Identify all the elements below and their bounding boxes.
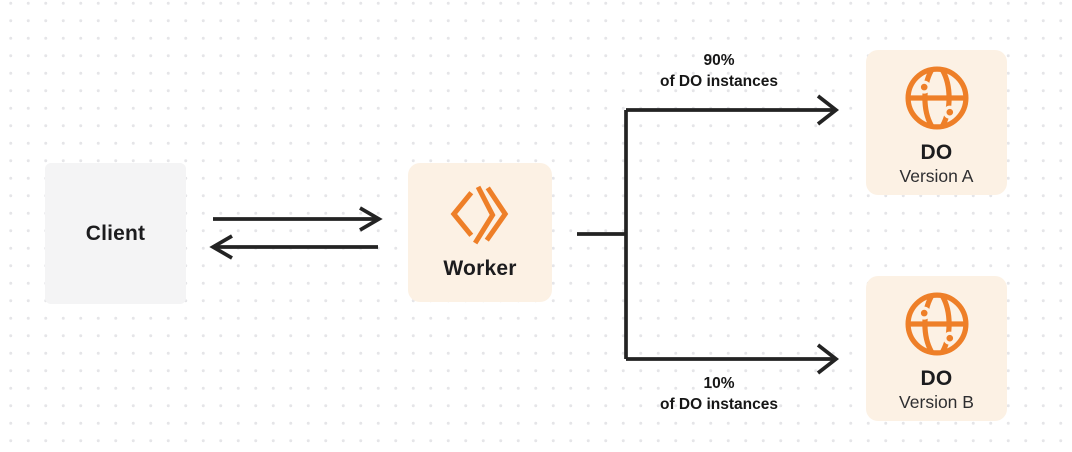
globe-icon [901, 288, 973, 360]
version-a-traffic-label: 90% of DO instances [619, 50, 819, 92]
worker-node: Worker [408, 163, 552, 302]
do-version-a-node: DO Version A [866, 50, 1007, 195]
do-version-b-subtitle: Version B [899, 392, 974, 412]
client-label: Client [85, 221, 146, 245]
workers-icon [449, 182, 511, 246]
branch-to-version-b-arrowhead [816, 343, 840, 375]
version-a-traffic-percent: 90% [703, 52, 735, 69]
do-version-b-title: DO [920, 367, 953, 390]
client-to-worker-arrowhead [359, 206, 383, 232]
version-a-traffic-caption: of DO instances [660, 73, 778, 90]
version-b-traffic-caption: of DO instances [660, 396, 778, 413]
version-b-traffic-label: 10% of DO instances [619, 373, 819, 415]
do-version-a-subtitle: Version A [899, 166, 974, 186]
client-node: Client [45, 163, 186, 304]
do-version-a-title: DO [920, 141, 953, 164]
do-version-b-node: DO Version B [866, 276, 1007, 421]
worker-label: Worker [443, 257, 517, 280]
globe-icon [901, 62, 973, 134]
branch-to-version-a-arrowhead [816, 94, 840, 126]
version-b-traffic-percent: 10% [703, 375, 735, 392]
worker-to-client-arrowhead [209, 234, 233, 260]
